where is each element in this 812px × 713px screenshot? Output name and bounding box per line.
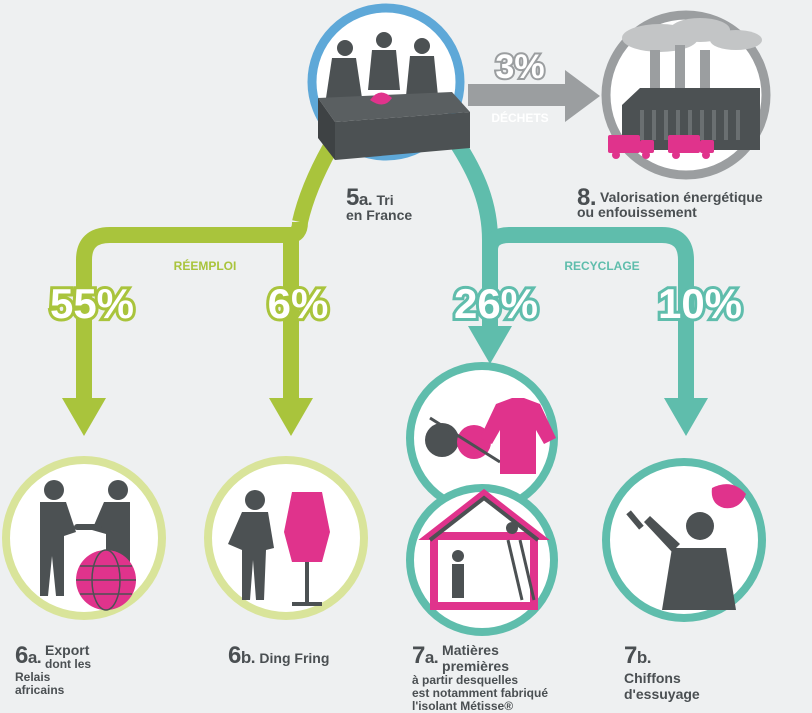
matieres-percent: 26% — [454, 280, 538, 327]
teal-horizontal — [482, 227, 694, 400]
tri-circle — [307, 3, 470, 161]
ding-circle — [204, 456, 368, 620]
export-title: Export — [45, 642, 90, 658]
valorisation-code: 8. — [577, 184, 597, 211]
green-horizontal — [76, 221, 308, 400]
ladder-worker-icon — [452, 522, 536, 601]
dechets-label: DÉCHETS — [491, 110, 548, 125]
chiffons-circle — [602, 458, 766, 622]
incinerator-factory-icon — [622, 18, 762, 150]
grey-arrow-head — [565, 70, 600, 122]
handshake-icon — [40, 480, 130, 596]
mannequin-icon — [284, 492, 330, 606]
green-trunk — [292, 144, 337, 224]
tri-title-2: en France — [346, 207, 413, 223]
valorisation-line-2: ou enfouissement — [577, 204, 697, 220]
export-percent: 55% — [50, 280, 134, 327]
tri-title-1: Tri — [376, 192, 394, 208]
export-sub-2: africains — [15, 683, 65, 697]
chiffons-percent: 10% — [658, 280, 742, 327]
chiffons-caption: 7b. Chiffons d'essuyage — [624, 642, 700, 702]
matieres-caption: 7a. Matières premières à partir desquell… — [412, 642, 548, 713]
reemploi-label: RÉEMPLOI — [174, 258, 237, 273]
sorting-people-icon — [326, 32, 438, 98]
house-insulation-icon — [418, 488, 550, 610]
sorting-table-icon — [318, 92, 470, 160]
tri-caption: 5a. Tri en France — [346, 186, 413, 223]
dechets-percent: 3% — [495, 48, 544, 86]
ding-caption: 6b. Ding Fring — [228, 642, 329, 670]
matieres-sub-3: l'isolant Métisse® — [412, 699, 514, 713]
valorisation-line-1: Valorisation énergétique — [600, 189, 763, 205]
matieres-code: 7a. — [412, 642, 439, 669]
export-arrow-head — [62, 398, 106, 436]
matieres-circles — [406, 362, 558, 636]
valorisation-circle — [601, 10, 771, 180]
person-icon — [228, 490, 274, 600]
cleaning-worker-icon — [626, 510, 736, 610]
teal-trunk — [448, 135, 498, 241]
chiffons-title: Chiffons — [624, 670, 681, 686]
cloth-icon — [711, 484, 746, 509]
recyclage-label: RECYCLAGE — [564, 259, 639, 273]
matieres-sub-1: à partir desquelles — [412, 673, 519, 687]
matieres-sub-2: est notamment fabriqué — [412, 686, 549, 700]
ding-title: Ding Fring — [259, 650, 330, 666]
matieres-title: Matières premières — [442, 642, 509, 674]
export-code: 6a. — [15, 642, 42, 669]
chiffons-arrow-head — [664, 398, 708, 436]
globe-icon — [76, 549, 136, 611]
sweater-icon — [480, 398, 556, 474]
chiffons-code: 7b. — [624, 642, 651, 669]
truck-icon — [608, 135, 714, 159]
export-circle — [2, 456, 166, 620]
ding-percent: 6% — [268, 280, 329, 327]
export-caption: 6a. Export dont les Relais africains — [15, 642, 100, 697]
ding-arrow-head — [269, 398, 313, 436]
matieres-arrow-head — [468, 326, 512, 364]
export-sub-1: dont les Relais — [15, 657, 92, 684]
valorisation-caption: 8. Valorisation énergétique ou enfouisse… — [577, 184, 763, 220]
tri-code: 5a. — [346, 184, 373, 211]
chiffons-sub-1: d'essuyage — [624, 686, 700, 702]
ding-code: 6b. — [228, 642, 255, 669]
flow-lines — [76, 84, 694, 400]
